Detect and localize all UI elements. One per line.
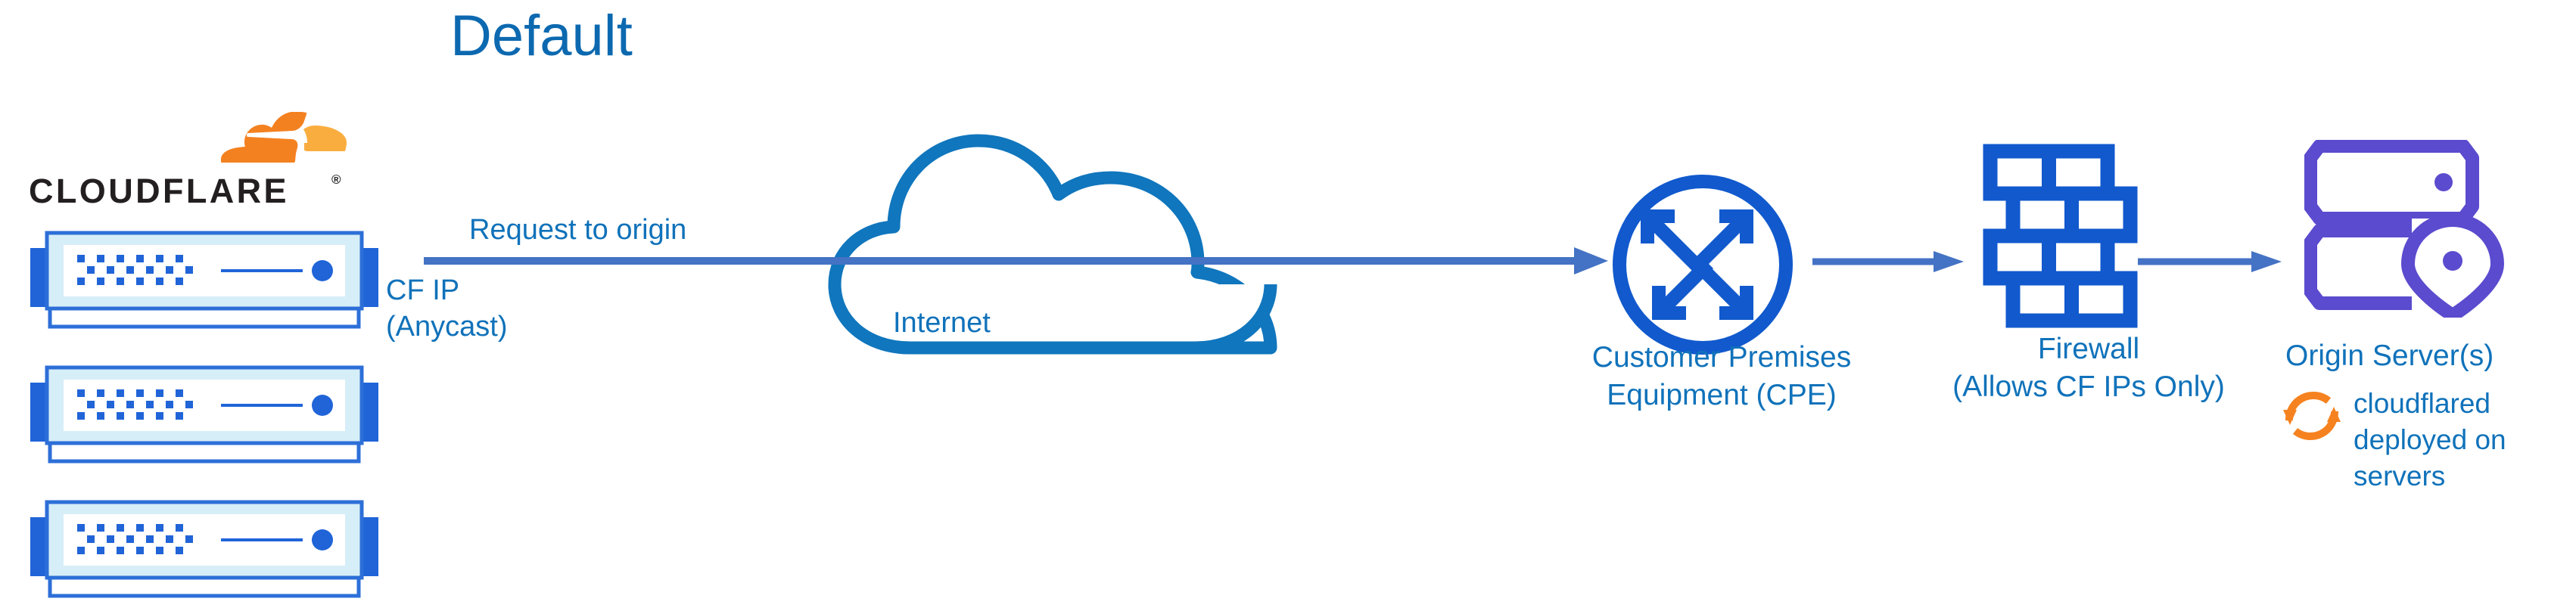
cloudflare-cloud-icon (201, 111, 353, 171)
server-stack-location-pin-icon (2304, 139, 2505, 322)
edge-server-1 (30, 219, 378, 333)
cloudflared-note-label: cloudflared deployed on servers (2354, 388, 2506, 492)
edge-server-3 (30, 488, 378, 602)
cloud-outline-icon (821, 106, 1298, 355)
arrow-cpe-to-firewall (1812, 250, 1964, 274)
edge-server-2 (30, 354, 378, 467)
origin-server-label: Origin Server(s) (2285, 340, 2494, 372)
firewall-label: Firewall (Allows CF IPs Only) (1952, 333, 2225, 403)
arrow-firewall-to-origin (2138, 250, 2282, 274)
internet-cloud-label: Internet (893, 307, 991, 339)
edge-request-label: Request to origin (469, 214, 687, 246)
page-title: Default (450, 4, 633, 68)
cf-ip-anycast-label: CF IP (Anycast) (386, 274, 508, 343)
svg-text:CLOUDFLARE: CLOUDFLARE (29, 172, 289, 210)
cloudflare-logo: CLOUDFLARE ® (29, 111, 347, 210)
cpe-label: Customer Premises Equipment (CPE) (1591, 341, 1852, 411)
cloudflare-wordmark: CLOUDFLARE (29, 171, 347, 210)
arrow-edge-to-cpe (424, 246, 1608, 276)
brick-wall-icon (1983, 144, 2145, 329)
router-arrows-circle-icon (1608, 170, 1797, 359)
registered-trademark-icon: ® (331, 172, 341, 187)
sync-circular-arrows-icon (2274, 378, 2350, 454)
